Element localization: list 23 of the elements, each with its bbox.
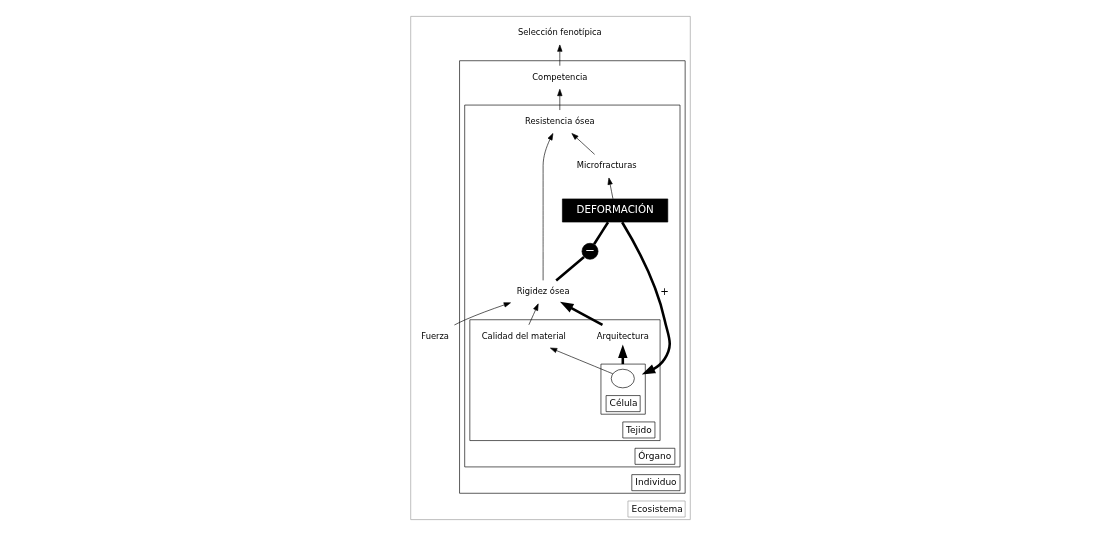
node-circle: − <box>581 242 598 260</box>
node-circle <box>610 368 635 389</box>
connector <box>592 221 609 245</box>
arrow <box>556 88 562 111</box>
arrow <box>556 44 562 67</box>
node-text: Calidad del material <box>481 330 566 341</box>
arrow <box>607 177 613 200</box>
node-box: DEFORMACIÓN <box>561 198 668 223</box>
node-text: Selección fenotípica <box>517 27 602 38</box>
node-text: Competencia <box>531 71 587 82</box>
arrow <box>453 302 511 326</box>
node-text: Rigidez ósea <box>516 286 570 297</box>
node-text: Arquitectura <box>596 330 649 341</box>
arrow <box>559 301 603 326</box>
node-text: Fuerza <box>420 330 449 341</box>
arrow <box>571 133 595 155</box>
node-text: Microfracturas <box>576 160 637 171</box>
node-text: Resistencia ósea <box>524 115 595 126</box>
edge-label: + <box>659 284 669 297</box>
arrow <box>549 347 613 375</box>
arrow <box>528 303 539 326</box>
connector <box>554 256 585 282</box>
arrow <box>542 133 553 281</box>
